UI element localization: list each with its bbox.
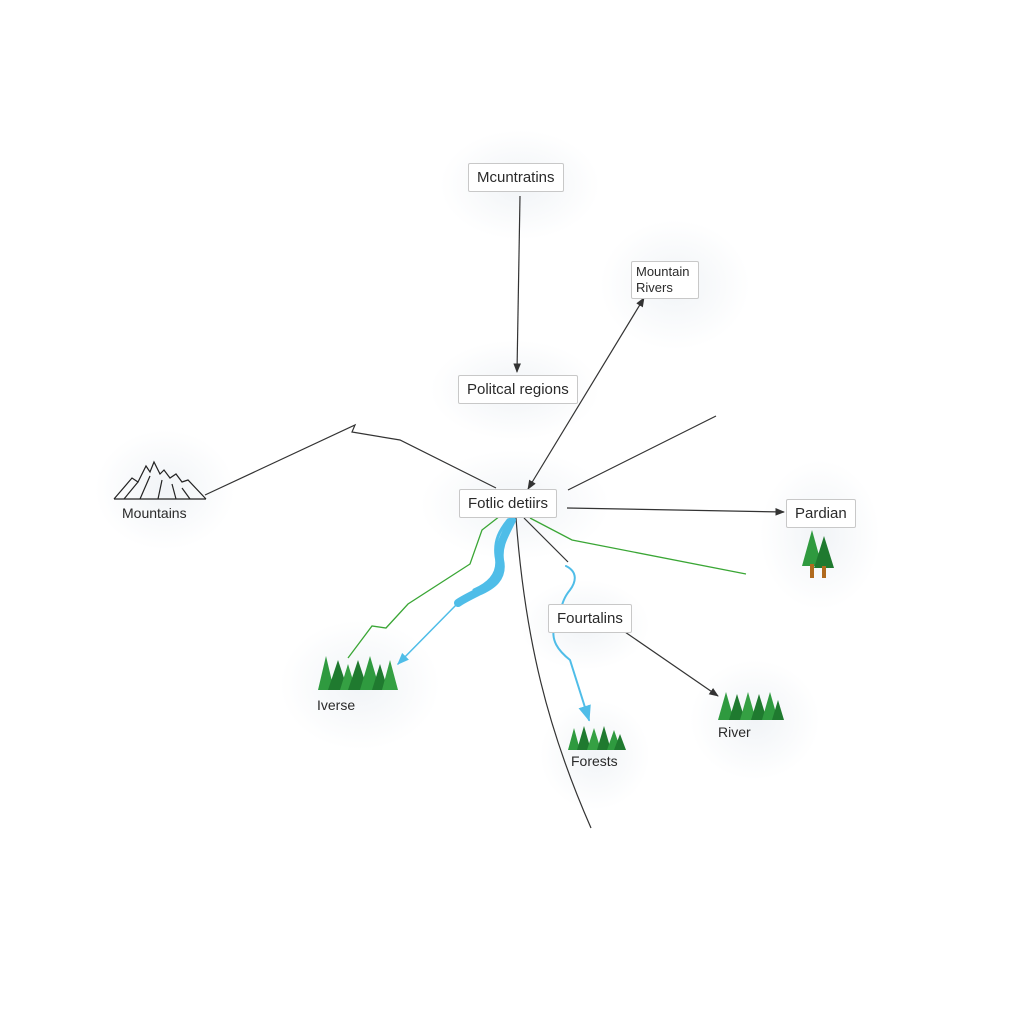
edge-mountains-to-center xyxy=(204,423,497,496)
edge-center-to-fourtalins xyxy=(523,517,569,563)
edge-center-to-pardian xyxy=(566,507,785,516)
node-mountain-rivers-line1: Mountain xyxy=(636,264,690,279)
node-political-regions[interactable]: Politcal regions xyxy=(458,375,578,404)
label-forests: Forests xyxy=(571,753,618,769)
pine-trees-icon xyxy=(802,530,834,578)
node-mountain-rivers[interactable]: Mountain Rivers xyxy=(631,261,699,299)
label-mountains: Mountains xyxy=(122,505,187,521)
forest-river-icon xyxy=(718,692,784,720)
green-path-left xyxy=(347,515,501,659)
edge-center-to-mountain-rivers xyxy=(527,297,645,490)
label-iverse: Iverse xyxy=(317,697,356,713)
river-to-iverse xyxy=(397,602,459,665)
edge-fourtalins-to-river xyxy=(624,631,719,697)
forest-iverse-icon xyxy=(318,656,398,690)
halo-forests xyxy=(540,700,650,810)
label-river: River xyxy=(718,724,751,740)
green-path-right xyxy=(529,517,747,575)
node-pardian[interactable]: Pardian xyxy=(786,499,856,528)
edge-center-to-upper-right xyxy=(567,415,717,491)
edge-top-to-political xyxy=(513,195,521,373)
river-main-thin xyxy=(472,518,510,592)
edge-center-to-lower xyxy=(515,517,592,829)
node-mountain-rivers-line2: Rivers xyxy=(636,280,673,295)
forest-forests-icon xyxy=(568,726,626,750)
halo-mountains xyxy=(95,430,235,550)
halo-pardian xyxy=(760,460,880,610)
node-fourtalins[interactable]: Fourtalins xyxy=(548,604,632,633)
node-top-mountains[interactable]: Mcuntratins xyxy=(468,163,564,192)
node-center[interactable]: Fotlic detiirs xyxy=(459,489,558,518)
green-paths xyxy=(347,515,747,659)
river-branch xyxy=(552,565,591,722)
connectors xyxy=(204,195,785,829)
river-main xyxy=(454,516,516,607)
mountain-range-icon xyxy=(113,460,207,500)
